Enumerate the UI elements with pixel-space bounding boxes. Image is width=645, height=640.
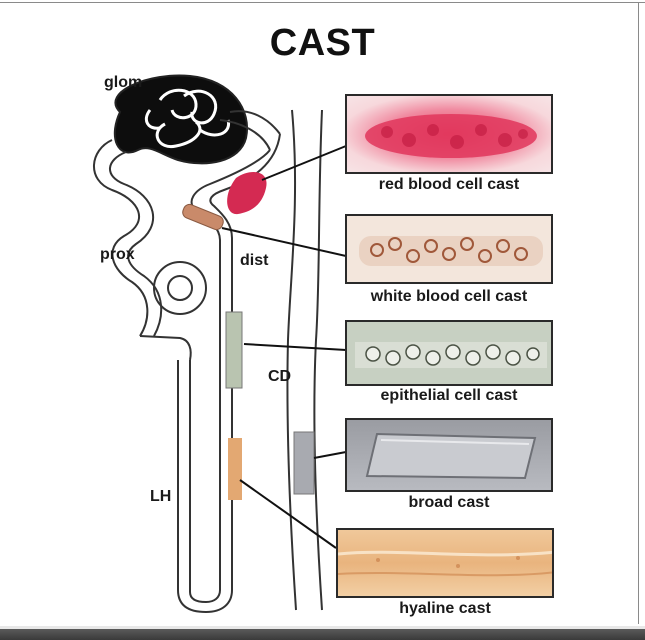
epithelial-cast-in-tubule — [225, 311, 243, 389]
loop-of-henle — [139, 300, 233, 614]
leader-lines — [221, 145, 347, 549]
caption-rbc-cast: red blood cell cast — [378, 176, 520, 193]
caption-wbc-cast: white blood cell cast — [370, 288, 528, 305]
label-cd: CD — [268, 368, 292, 385]
hyaline-cast-image — [336, 528, 554, 598]
slide-title: CAST — [269, 22, 376, 64]
proximal-tubule — [93, 139, 207, 337]
label-glom: glom — [104, 74, 143, 91]
epithelial-cast-image — [345, 320, 553, 386]
wbc-cast-image — [345, 214, 553, 284]
hyaline-cast-in-tubule — [228, 438, 242, 500]
rbc-cast-in-tubule — [227, 172, 267, 215]
broad-cast-image — [345, 418, 553, 492]
glomerulus-loops — [144, 88, 231, 149]
top-border — [0, 2, 645, 3]
caption-epithelial-cast: epithelial cell cast — [380, 387, 518, 404]
right-border — [638, 2, 639, 624]
collecting-duct — [286, 109, 323, 611]
bottom-bar — [0, 626, 645, 640]
caption-broad-cast: broad cast — [408, 494, 490, 511]
broad-cast-in-duct — [293, 431, 315, 495]
label-prox: prox — [100, 246, 135, 263]
wbc-cast-in-tubule — [182, 203, 224, 231]
rbc-cast-image — [345, 94, 553, 174]
caption-hyaline-cast: hyaline cast — [399, 600, 491, 617]
label-lh: LH — [150, 488, 172, 505]
label-dist: dist — [240, 252, 269, 269]
